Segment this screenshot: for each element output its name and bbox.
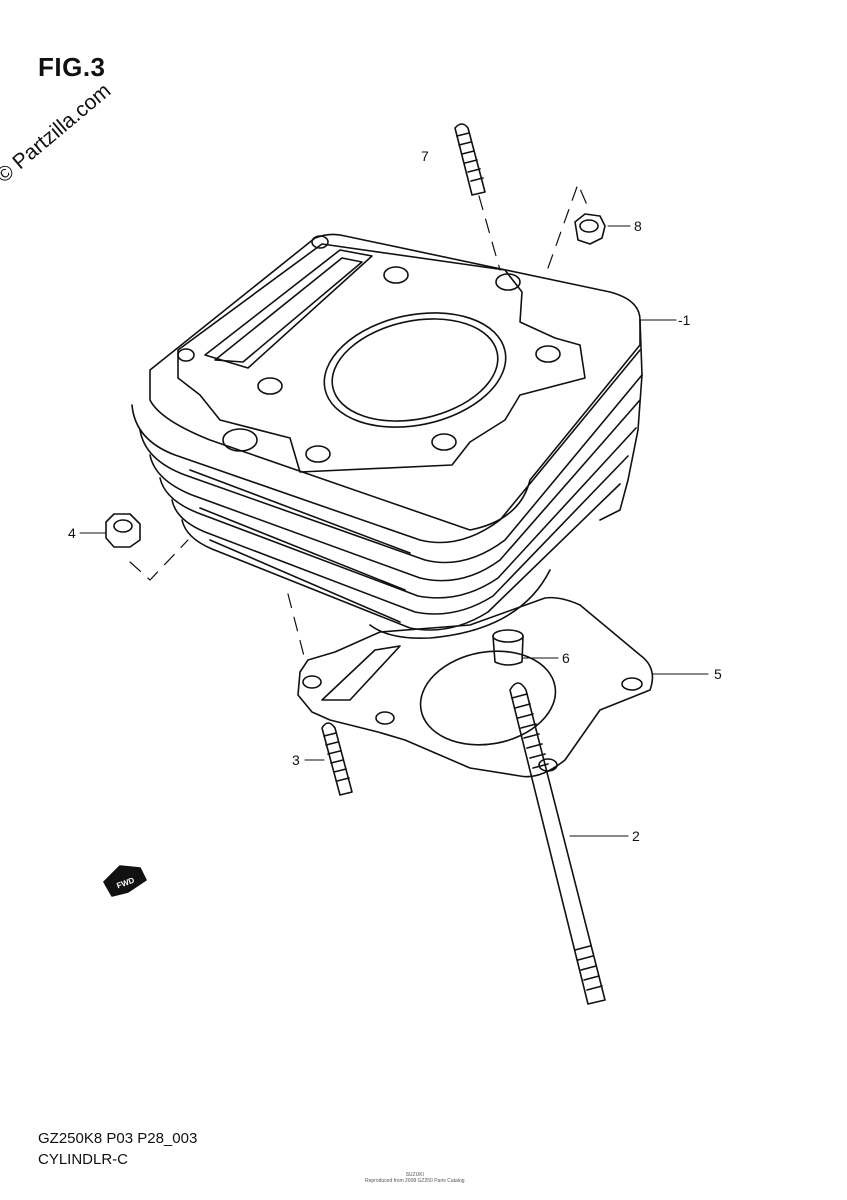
nut-4-part[interactable]: [105, 513, 141, 548]
stud-bolt-7-part[interactable]: [454, 123, 486, 196]
footer-small-line-2: Reproduced from 2008 GZ250 Parts Catalog: [365, 1178, 465, 1184]
callout-5: 5: [714, 666, 722, 682]
callout-3: 3: [292, 752, 300, 768]
footer-small-print: SUZUKI Reproduced from 2008 GZ250 Parts …: [365, 1172, 465, 1184]
base-gasket-part[interactable]: [297, 596, 654, 778]
diagram-name: CYLINDLR-C: [38, 1151, 129, 1168]
fwd-arrow-icon: [103, 865, 147, 897]
dowel-pin-part[interactable]: [492, 629, 524, 666]
callout-2: 2: [632, 828, 640, 844]
diagram-code: GZ250K8 P03 P28_003: [38, 1130, 198, 1147]
figure-title: FIG.3: [38, 52, 106, 82]
nut-8-part[interactable]: [574, 213, 606, 245]
long-stud-part[interactable]: [509, 682, 606, 1005]
short-stud-part[interactable]: [321, 722, 353, 796]
footer-small-line-1: SUZUKI: [405, 1172, 424, 1178]
cylinder-part[interactable]: [131, 233, 643, 640]
callout-7: 7: [421, 148, 429, 164]
callout-1: -1: [678, 312, 691, 328]
callout-6: 6: [562, 650, 570, 666]
callout-4: 4: [68, 525, 76, 541]
callout-8: 8: [634, 218, 642, 234]
